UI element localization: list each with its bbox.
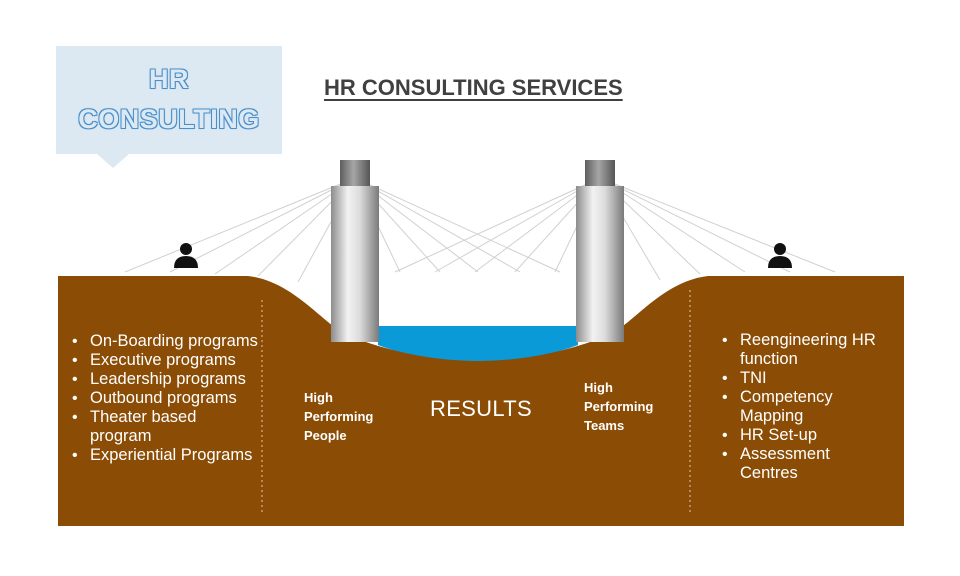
ground bbox=[58, 276, 904, 526]
left-pillar-line-2: Performing bbox=[304, 409, 374, 424]
left-services-list: On-Boarding programs Executive programs … bbox=[66, 332, 262, 465]
right-pillar-line-2: Performing bbox=[584, 399, 654, 414]
list-item: Leadership programs bbox=[66, 370, 262, 389]
hr-consulting-callout bbox=[56, 46, 282, 154]
right-pillar-label: High Performing Teams bbox=[584, 378, 653, 435]
callout-pointer bbox=[97, 154, 129, 168]
left-pillar bbox=[331, 160, 379, 342]
right-pillar-line-3: Teams bbox=[584, 418, 625, 433]
person-icon-left bbox=[174, 243, 198, 268]
left-pillar-line-3: People bbox=[304, 428, 347, 443]
list-item: On-Boarding programs bbox=[66, 332, 262, 351]
list-item: Experiential Programs bbox=[66, 446, 262, 465]
person-icon-right bbox=[768, 243, 792, 268]
callout-line-1: HR bbox=[149, 64, 189, 94]
water bbox=[378, 326, 578, 364]
page-title: HR CONSULTING SERVICES bbox=[324, 75, 623, 100]
list-item: TNI bbox=[716, 369, 892, 388]
list-item: Outbound programs bbox=[66, 389, 262, 408]
left-pillar-label: High Performing People bbox=[304, 388, 373, 445]
suspension-cables bbox=[124, 177, 836, 283]
right-pillar-line-1: High bbox=[584, 380, 613, 395]
list-item: Reengineering HR function bbox=[716, 331, 892, 369]
list-item: HR Set-up bbox=[716, 426, 892, 445]
left-pillar-line-1: High bbox=[304, 390, 333, 405]
results-label: RESULTS bbox=[430, 396, 532, 421]
callout-line-2: CONSULTING bbox=[78, 104, 260, 134]
right-pillar bbox=[576, 160, 624, 342]
list-item: Competency Mapping bbox=[716, 388, 892, 426]
list-item: Executive programs bbox=[66, 351, 262, 370]
right-services-list: Reengineering HR function TNI Competency… bbox=[716, 331, 892, 483]
list-item: Assessment Centres bbox=[716, 445, 892, 483]
list-item: Theater based program bbox=[66, 408, 262, 446]
